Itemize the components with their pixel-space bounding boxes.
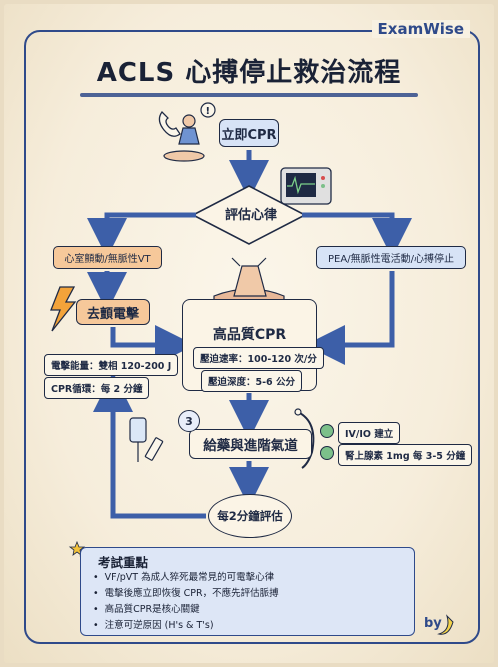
step-cpr-start: 立即CPR — [219, 119, 279, 147]
step-shockable: 心室顫動/無脈性VT — [53, 246, 162, 269]
quality-cpr-title: 高品質CPR — [212, 327, 287, 343]
title-underline — [80, 93, 418, 97]
step-assess-rhythm: 評估心律 — [224, 208, 277, 223]
svg-text:!: ! — [206, 106, 211, 117]
detail-access: IV/IO 建立 — [338, 422, 401, 444]
page-frame — [24, 30, 480, 644]
byline: by — [424, 616, 442, 631]
lightning-icon — [50, 286, 77, 332]
phone-icon — [158, 111, 181, 137]
green-dot — [320, 424, 334, 438]
banana-icon — [437, 614, 454, 635]
brand-logo: ExamWise — [371, 20, 470, 38]
page-title: ACLS 心搏停止救治流程 — [96, 58, 402, 88]
detail-epi: 腎上腺素 1mg 每 3-5 分鐘 — [338, 444, 473, 466]
step-number-badge: 3 — [178, 410, 200, 432]
detail-energy: 電擊能量：雙相 120-200 J — [44, 354, 179, 376]
syringe-icon — [144, 437, 164, 461]
arrow-shock-to-cpr — [110, 325, 195, 365]
detail-rate: 壓迫速率：100-120 次/分 — [193, 347, 324, 369]
step-non-shockable: PEA/無脈性電活動/心搏停止 — [316, 246, 466, 269]
arrow-loop-back — [93, 372, 206, 519]
alert-icon: ! — [200, 102, 216, 118]
arrow-to-nonshockable — [302, 212, 412, 258]
arrow-to-shockable — [87, 212, 196, 258]
monitor-icon — [280, 167, 332, 205]
step-reassess: 每2分鐘評估 — [208, 494, 292, 538]
list-item: 注意可逆原因 (H's & T's) — [93, 618, 279, 634]
rhythm-diamond — [191, 185, 307, 245]
step-quality-cpr: 高品質CPR 壓迫速率：100-120 次/分 壓迫深度：5-6 公分 — [182, 299, 324, 392]
step-drugs-airway: 給藥與進階氣道 — [189, 429, 312, 459]
step-defib: 去顫電擊 — [76, 299, 150, 325]
list-item: 高品質CPR是核心關鍵 — [93, 602, 279, 618]
list-item: VF/pVT 為成人猝死最常見的可電擊心律 — [93, 570, 279, 586]
arrow-pea-to-cpr — [305, 271, 395, 365]
airway-tube-icon — [294, 408, 315, 469]
hands-compression-icon — [213, 257, 285, 303]
iv-bag-icon — [129, 417, 147, 462]
detail-depth: 壓迫深度：5-6 公分 — [201, 370, 302, 392]
key-points-box: 考試重點 VF/pVT 為成人猝死最常見的可電擊心律 電擊後應立即恢復 CPR，… — [80, 547, 415, 636]
list-item: 電擊後應立即恢復 CPR，不應先評估脈搏 — [93, 586, 279, 602]
key-points-title: 考試重點 — [98, 555, 149, 570]
detail-cycle: CPR循環：每 2 分鐘 — [44, 377, 150, 399]
green-dot — [320, 446, 334, 460]
key-points-list: VF/pVT 為成人猝死最常見的可電擊心律 電擊後應立即恢復 CPR，不應先評估… — [93, 570, 279, 634]
rescuer-icon — [163, 114, 205, 162]
